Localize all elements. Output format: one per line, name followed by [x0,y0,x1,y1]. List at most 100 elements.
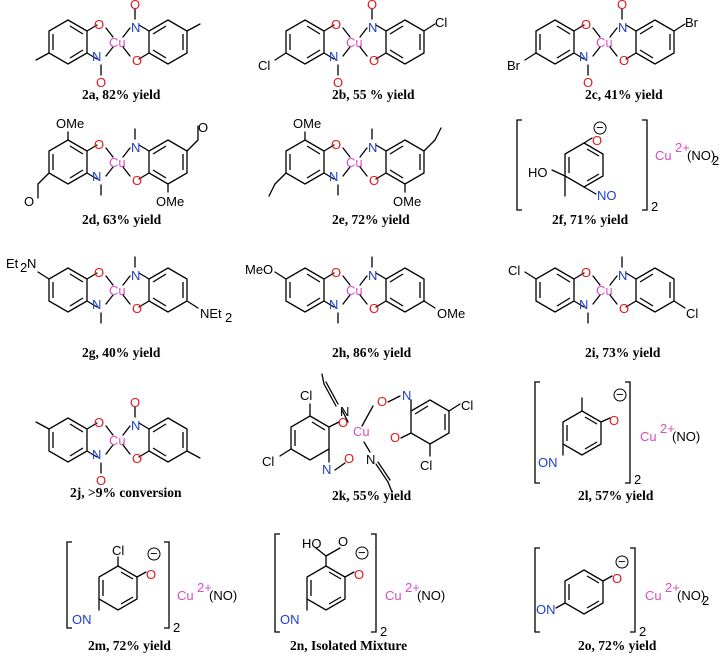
compound-2e: OMe OMe O O N N Cu [268,116,442,209]
caption-2j: 2j, >9% conversion [70,485,182,500]
compound-2d: OMe OMe O O O O N N Cu [24,116,208,209]
substituent-NEt2: NEt [200,306,222,321]
cu-charge: 2+ [405,580,420,595]
negative-charge-icon [613,388,627,402]
atom-N: N [618,20,627,35]
atom-N: N [131,20,140,35]
atom-O: O [612,571,622,586]
atom-O: O [367,0,377,12]
compound-2o: O − ON 2 Cu 2+ (NO) 2 [534,547,709,639]
caption-2l: 2l, 57% yield [578,488,654,503]
stoichiometry: 2 [173,620,180,635]
atom-Cu: Cu [596,283,613,298]
label-ON: ON [536,602,556,617]
label-ON: ON [72,612,92,627]
caption-2m: 2m, 72% yield [88,638,171,653]
atom-N: N [92,169,101,184]
minus-sign: − [150,546,158,561]
atom-O: O [390,430,400,445]
atom-O: O [617,0,627,12]
atom-O: O [619,53,629,68]
cu-charge: 2+ [197,580,212,595]
atom-N: N [579,49,588,64]
cu-charge: 2+ [665,580,680,595]
atom-Cl: Cl [435,15,447,30]
atom-O: O [132,53,142,68]
stoichiometry: 2 [639,624,646,639]
substituent-OMe: OMe [393,194,421,209]
counterion: (NO) [672,429,700,444]
label-ON: ON [280,612,300,627]
stoichiometry: 2 [634,472,641,487]
atom-N: N [131,140,140,155]
caption-2b: 2b, 55 % yield [332,87,415,102]
atom-O: O [377,394,387,409]
atom-O: O [338,415,348,430]
atom-Cl: Cl [300,388,312,403]
negative-charge-icon [593,121,607,135]
atom-O: O [94,137,104,152]
caption-2d: 2d, 63% yield [82,212,162,227]
cu-label: Cu [385,588,402,603]
caption-2c: 2c, 41% yield [585,87,663,102]
substituent-OMe: OMe [156,194,184,209]
atom-Cl: Cl [686,306,698,321]
atom-Cu: Cu [109,283,126,298]
negative-charge-icon [615,555,629,569]
substituent-OMe: OMe [293,116,321,131]
atom-Cl: Cl [420,458,432,473]
atom-N: N [402,388,411,403]
stoichiometry: 2 [380,624,387,639]
atom-O: O [96,473,106,488]
compound-2n: HO O O − ON 2 Cu 2+ (NO) [274,533,445,639]
atom-N: N [340,404,349,419]
atom-O: O [130,395,140,410]
atom-Cl: Cl [262,454,274,469]
cu-charge: 2+ [660,421,675,436]
atom-O: O [96,75,106,90]
compound-2b: Cl Cl O O N N O O Cu [258,0,447,90]
atom-O: O [94,415,104,430]
cu-label: Cu [640,429,657,444]
atom-N: N [329,169,338,184]
atom-Cl: Cl [508,263,520,278]
atom-N: N [366,452,375,467]
atom-O: O [24,194,34,209]
caption-2i: 2i, 73% yield [585,345,661,360]
counterion-subscript: 2 [702,593,709,608]
compound-2h: MeO OMe O O N N Cu [245,256,465,324]
atom-O: O [619,301,629,316]
cu-label: Cu [177,588,194,603]
minus-sign: − [358,545,366,560]
atom-O: O [331,17,341,32]
counterion: (NO) [417,588,445,603]
substituent-subscript: 2 [20,260,27,275]
atom-O: O [338,534,348,549]
atom-O: O [369,301,379,316]
atom-O: O [94,17,104,32]
atom-O: O [581,17,591,32]
caption-2g: 2g, 40% yield [82,345,161,360]
compound-2a: O O N N O O Cu [35,0,201,90]
compound-2c: Br Br O O N N O O Cu [507,0,699,90]
label-ON: ON [538,455,558,470]
atom-Cu: Cu [346,155,363,170]
atom-O: O [146,567,156,582]
counterion-subscript: 2 [712,153,719,168]
atom-O: O [331,265,341,280]
substituent-OMe: OMe [437,306,465,321]
caption-2o: 2o, 72% yield [578,638,657,653]
atom-O: O [369,173,379,188]
atom-Br: Br [507,58,521,73]
atom-O: O [132,173,142,188]
atom-O: O [592,133,602,148]
caption-2n: 2n, Isolated Mixture [290,638,407,653]
atom-N: N [322,462,331,477]
counterion: (NO) [687,148,715,163]
caption-2k: 2k, 55% yield [332,488,412,503]
stoichiometry: 2 [651,199,658,214]
substituent-MeO: MeO [245,262,273,277]
atom-N: N [329,297,338,312]
atom-N: N [579,297,588,312]
